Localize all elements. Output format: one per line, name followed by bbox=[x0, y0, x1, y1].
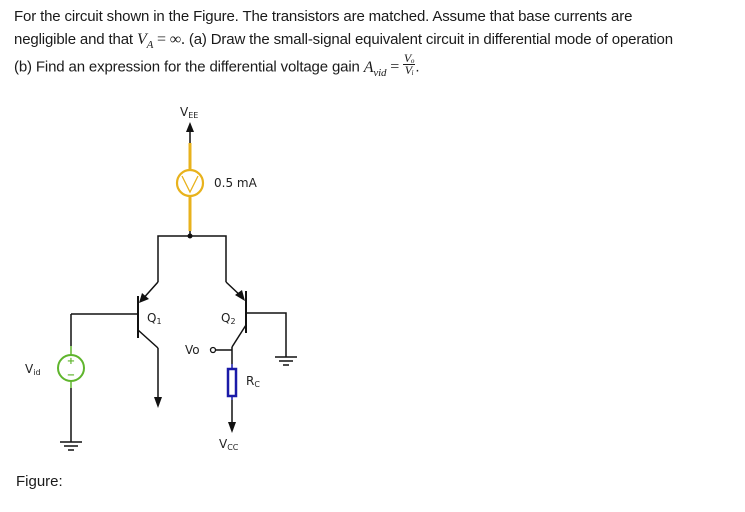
va-equals-infinity: = ∞. bbox=[153, 30, 185, 48]
gain-symbol-sub: vid bbox=[373, 66, 387, 79]
vid-plus-icon: + bbox=[67, 356, 75, 367]
vid-label: Vid bbox=[25, 362, 41, 377]
current-source bbox=[175, 143, 205, 236]
transistor-q2 bbox=[225, 281, 287, 364]
emitter-bus-wire bbox=[157, 235, 227, 282]
figure-label: Figure: bbox=[16, 473, 63, 490]
gain-symbol: Avid bbox=[363, 58, 387, 79]
vo-terminal bbox=[209, 346, 217, 354]
ground-icon bbox=[275, 356, 297, 366]
current-source-v-icon bbox=[181, 175, 199, 194]
rc-body bbox=[226, 367, 238, 398]
q2-base-wire bbox=[246, 312, 287, 357]
rc-label: RC bbox=[246, 374, 260, 389]
vee-arrow-icon bbox=[186, 122, 194, 132]
vo-label: Vo bbox=[185, 343, 200, 357]
vid-minus-icon: − bbox=[67, 370, 75, 381]
current-source-label: 0.5 mA bbox=[214, 176, 258, 190]
question-end-period: . bbox=[415, 58, 420, 76]
gain-equals: = bbox=[386, 58, 403, 76]
voltage-source-vid: + − bbox=[57, 314, 85, 442]
va-symbol-sub: A bbox=[146, 38, 154, 51]
vcc-label: VCC bbox=[219, 437, 239, 452]
q2-collector bbox=[231, 324, 247, 348]
question-line-1: For the circuit shown in the Figure. The… bbox=[14, 8, 633, 25]
q1-collector bbox=[137, 329, 159, 349]
vcc-arrow-icon bbox=[228, 422, 236, 433]
va-symbol: VA bbox=[136, 30, 154, 51]
question-part-b: (b) Find an expression for the different… bbox=[14, 58, 364, 76]
question-line-3: (b) Find an expression for the different… bbox=[14, 51, 739, 84]
question-text: For the circuit shown in the Figure. The… bbox=[14, 6, 739, 84]
ground-icon bbox=[60, 441, 82, 451]
fraction-denominator: Vᵢ bbox=[404, 63, 414, 78]
gain-symbol-letter: A bbox=[363, 58, 374, 76]
q2-label: Q2 bbox=[221, 311, 236, 326]
q1-label: Q1 bbox=[147, 311, 162, 326]
question-part-a: (a) Draw the small-signal equivalent cir… bbox=[184, 30, 673, 48]
q2-emitter-arrow-icon bbox=[235, 290, 245, 301]
transistor-q1 bbox=[71, 281, 162, 408]
fraction-numerator: Vₒ bbox=[402, 51, 416, 66]
vee-label: VEE bbox=[180, 105, 198, 120]
question-line-2-start: negligible and that bbox=[14, 30, 137, 48]
resistor-rc bbox=[226, 364, 238, 433]
q1-emitter-arrow-icon bbox=[139, 293, 149, 303]
va-symbol-letter: V bbox=[136, 30, 147, 48]
q1-collector-arrow-icon bbox=[154, 397, 162, 408]
question-line-2: negligible and that VA = ∞. (a) Draw the… bbox=[14, 29, 739, 57]
